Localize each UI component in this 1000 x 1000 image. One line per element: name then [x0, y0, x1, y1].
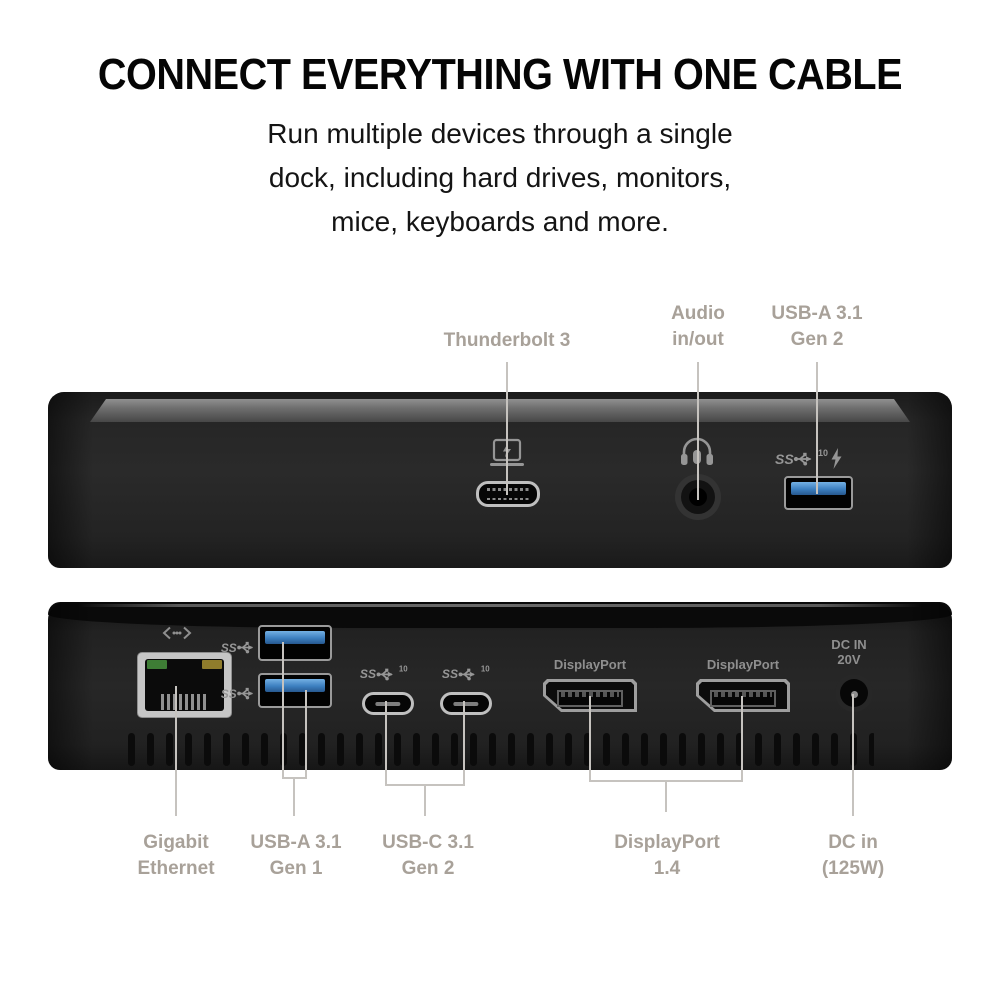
- gigabit-ethernet-port: [137, 652, 232, 718]
- callout-usbc-gen2: USB-C 3.1 Gen 2: [382, 832, 474, 879]
- dock-foot: [884, 557, 932, 570]
- dc-in-marking: DC IN 20V: [831, 637, 867, 667]
- usb-ss10-icon: SS 10: [360, 665, 408, 682]
- callout-line: [665, 782, 667, 812]
- vent-grill: [128, 733, 874, 766]
- displayport-marking: DisplayPort: [553, 657, 627, 672]
- subtitle-line: Run multiple devices through a single: [267, 118, 733, 149]
- svg-text:SS: SS: [775, 451, 794, 467]
- displayport-port-2: [696, 679, 790, 712]
- callout-bracket: [282, 777, 307, 779]
- usb-blue-tongue: [265, 631, 325, 644]
- callout-line: [175, 686, 177, 816]
- svg-text:SS: SS: [221, 687, 237, 701]
- ethernet-led-amber: [202, 660, 222, 669]
- callout-audio: Audio in/out: [671, 303, 725, 350]
- ethernet-icon: [162, 626, 192, 640]
- port-pins: [453, 701, 479, 706]
- dock-top-surface: [90, 399, 910, 422]
- subtitle-line: mice, keyboards and more.: [331, 206, 669, 237]
- svg-text:SS: SS: [221, 641, 237, 655]
- ethernet-led-green: [147, 660, 167, 669]
- callout-bracket: [589, 780, 743, 782]
- headset-mic-icon: [681, 437, 713, 465]
- callout-line: [305, 690, 307, 779]
- page-title: CONNECT EVERYTHING WITH ONE CABLE: [97, 50, 903, 99]
- callout-line: [463, 701, 465, 786]
- subtitle-line: dock, including hard drives, monitors,: [268, 162, 732, 193]
- usba-gen1-port-top: [258, 625, 332, 661]
- dock-top-edge-highlight: [78, 604, 922, 607]
- usb-ss-icon: SS: [221, 687, 255, 701]
- callout-line: [816, 362, 818, 494]
- svg-text:SS: SS: [360, 667, 376, 681]
- svg-text:10: 10: [481, 665, 490, 674]
- port-pins: [375, 701, 401, 706]
- callout-line: [741, 696, 743, 782]
- page-subtitle: Run multiple devices through a single do…: [0, 112, 1000, 244]
- thunderbolt3-port: [476, 481, 540, 507]
- callout-gigabit-ethernet: Gigabit Ethernet: [137, 832, 215, 879]
- usb-blue-tongue: [791, 482, 846, 495]
- port-pins: [487, 497, 529, 500]
- dock-front-view: SS 10: [48, 392, 952, 570]
- usb-ss10-icon: SS 10: [442, 665, 490, 682]
- svg-text:10: 10: [818, 448, 828, 458]
- usba-gen1-port-bottom: [258, 673, 332, 708]
- callout-usba-gen2: USB-A 3.1 Gen 2: [771, 303, 863, 350]
- dock-foot: [878, 760, 924, 773]
- callout-line: [282, 642, 284, 779]
- dc-in-port: [835, 674, 873, 712]
- displayport-marking: DisplayPort: [706, 657, 780, 672]
- usbc-gen2-port-2: [440, 692, 492, 715]
- usb-ss10-bolt-icon: SS 10: [775, 448, 842, 469]
- callout-thunderbolt3: Thunderbolt 3: [443, 330, 571, 351]
- callout-line: [424, 786, 426, 816]
- svg-text:SS: SS: [442, 667, 458, 681]
- callout-line: [293, 779, 295, 816]
- port-pins: [487, 488, 529, 491]
- callout-line: [506, 362, 508, 495]
- usb-ss-icon: SS: [221, 641, 255, 655]
- callout-line: [852, 694, 854, 816]
- svg-text:10: 10: [399, 665, 408, 674]
- callout-line: [385, 701, 387, 786]
- lightning-bolt-glyph: [831, 448, 842, 469]
- dock-foot: [86, 760, 132, 773]
- callout-line: [589, 696, 591, 782]
- usba-gen2-port: [784, 476, 853, 510]
- usb-blue-tongue: [265, 679, 325, 692]
- callout-usba-gen1: USB-A 3.1 Gen 1: [250, 832, 342, 879]
- callout-dc-in: DC in (125W): [821, 832, 885, 879]
- dock-rear-view: SS SS SS 10 SS 10 DisplayPort Dis: [48, 602, 952, 773]
- port-pins: [160, 694, 209, 710]
- dock-foot: [68, 557, 116, 570]
- callout-displayport-14: DisplayPort 1.4: [614, 832, 720, 879]
- port-pins: [710, 690, 776, 707]
- callout-bracket: [385, 784, 465, 786]
- usbc-gen2-port-1: [362, 692, 414, 715]
- callout-line: [697, 362, 699, 500]
